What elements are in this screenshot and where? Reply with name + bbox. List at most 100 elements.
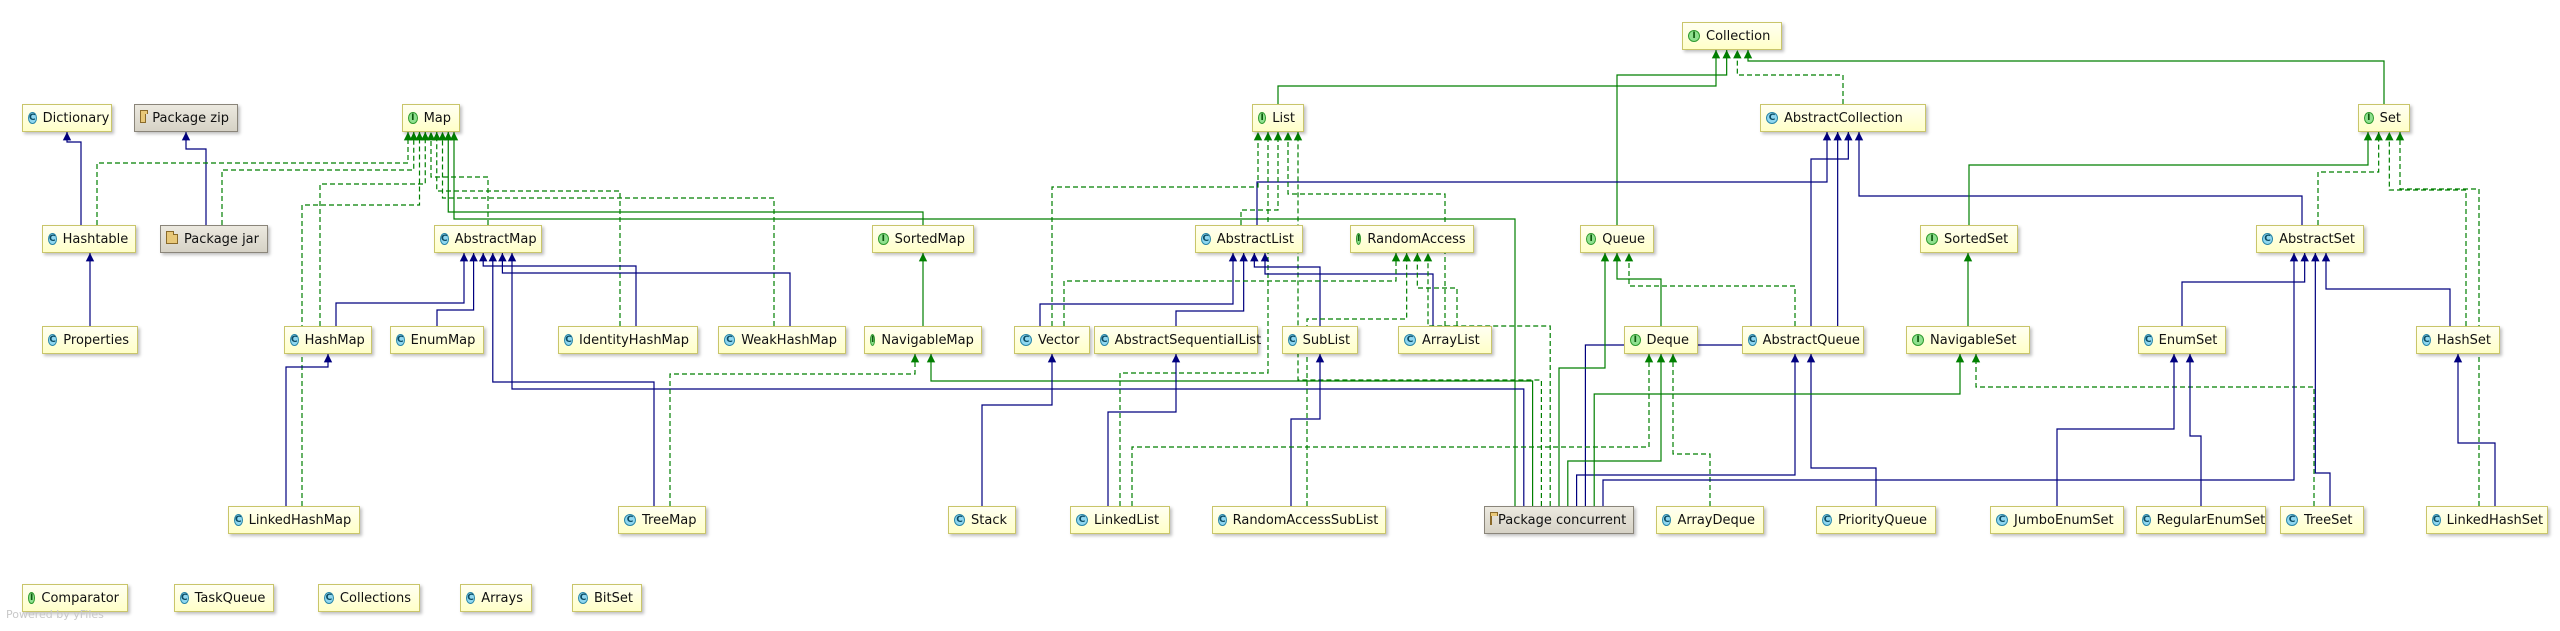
edge-hash-set-to-set <box>2385 132 2467 326</box>
node-label: ArrayDeque <box>1677 512 1755 528</box>
edge-list-to-collection <box>1277 50 1721 104</box>
node-label: SubList <box>1302 332 1351 348</box>
node-label: Vector <box>1038 332 1080 348</box>
edge-linked-list-to-list <box>1119 132 1273 506</box>
powered-by-footer: Powered by yFiles <box>6 608 104 621</box>
node-label: WeakHashMap <box>741 332 837 348</box>
node-vector[interactable]: C Vector <box>1014 326 1090 354</box>
node-label: BitSet <box>594 590 633 606</box>
edge-vector-to-list <box>1051 132 1263 326</box>
interface-icon: I <box>878 233 889 245</box>
edge-regular-enum-set-to-enum-set <box>2185 354 2202 506</box>
node-package-jar[interactable]: Package jar <box>160 225 268 253</box>
edge-array-list-to-random-access <box>1413 252 1458 326</box>
edge-set-to-collection <box>1743 50 2385 104</box>
class-icon: C <box>1201 233 1211 245</box>
edge-tree-set-to-abstract-set <box>2311 252 2331 506</box>
node-label: Comparator <box>41 590 119 606</box>
edge-weak-hash-map-to-map <box>438 132 775 326</box>
class-icon: C <box>2142 514 2151 526</box>
class-icon: C <box>2286 514 2298 526</box>
node-abstract-set[interactable]: C AbstractSet <box>2256 225 2364 253</box>
class-icon: C <box>624 514 636 526</box>
edge-package-concurrent-to-abstract-set <box>1602 252 2299 506</box>
node-label: Collections <box>339 590 411 606</box>
edge-identity-hash-map-to-abstract-map <box>479 252 637 326</box>
edge-priority-queue-to-abstract-queue <box>1806 354 1877 506</box>
class-icon: C <box>1020 334 1032 346</box>
class-icon: C <box>1996 514 2008 526</box>
class-icon: C <box>1766 112 1778 124</box>
node-label: Collection <box>1706 28 1771 44</box>
class-icon: C <box>2262 233 2274 245</box>
node-label: Map <box>423 110 451 126</box>
interface-icon: I <box>1258 112 1267 124</box>
edge-array-list-to-abstract-list <box>1260 252 1434 326</box>
node-label: EnumSet <box>2158 332 2218 348</box>
edge-array-deque-to-deque <box>1668 354 1711 506</box>
edge-package-concurrent-to-navigable-set <box>1593 354 1965 506</box>
interface-icon: I <box>870 334 876 346</box>
node-label: ArrayList <box>1422 332 1480 348</box>
node-label: AbstractSet <box>2279 231 2355 247</box>
class-icon: C <box>324 592 334 604</box>
class-icon: C <box>440 233 449 245</box>
interface-icon: I <box>2364 112 2374 124</box>
node-collections[interactable]: C Collections <box>318 584 420 612</box>
edge-package-concurrent-to-abstract-map <box>507 252 1525 506</box>
node-label: AbstractQueue <box>1762 332 1860 348</box>
edge-abstract-list-to-list <box>1240 132 1283 225</box>
node-label: Package concurrent <box>1498 512 1627 528</box>
node-label: Queue <box>1602 231 1645 247</box>
node-label: AbstractSequentialList <box>1114 332 1262 348</box>
node-package-zip[interactable]: Package zip <box>134 104 238 132</box>
node-package-concurrent[interactable]: Package concurrent <box>1484 506 1634 534</box>
edge-package-concurrent-to-navigable-map <box>926 354 1534 506</box>
edge-linked-hash-map-to-hash-map <box>285 354 333 506</box>
node-label: SortedSet <box>1944 231 2009 247</box>
class-icon: C <box>48 233 57 245</box>
